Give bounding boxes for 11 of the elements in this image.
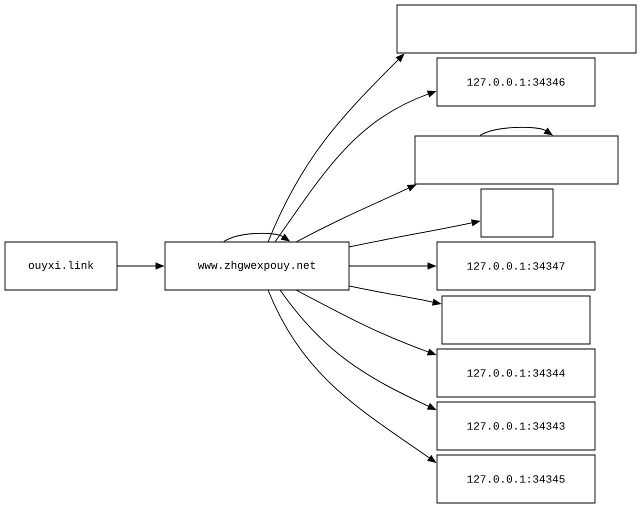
empty-box [396, 4, 636, 54]
domain-box: 127.0.0.1:34347 [436, 242, 596, 290]
domain-box: 127.0.0.1:34345 [436, 454, 596, 504]
empty-box [480, 188, 554, 238]
domain-box: www.zhgwexpouy.net [164, 242, 350, 290]
empty-box [442, 296, 590, 344]
empty-box [414, 136, 618, 184]
domain-box: 127.0.0.1:34344 [436, 348, 596, 398]
domain-box: 127.0.0.1:34346 [436, 58, 596, 106]
domain-box: ouyxi.link [4, 242, 118, 290]
domain-box: 127.0.0.1:34343 [436, 402, 596, 450]
